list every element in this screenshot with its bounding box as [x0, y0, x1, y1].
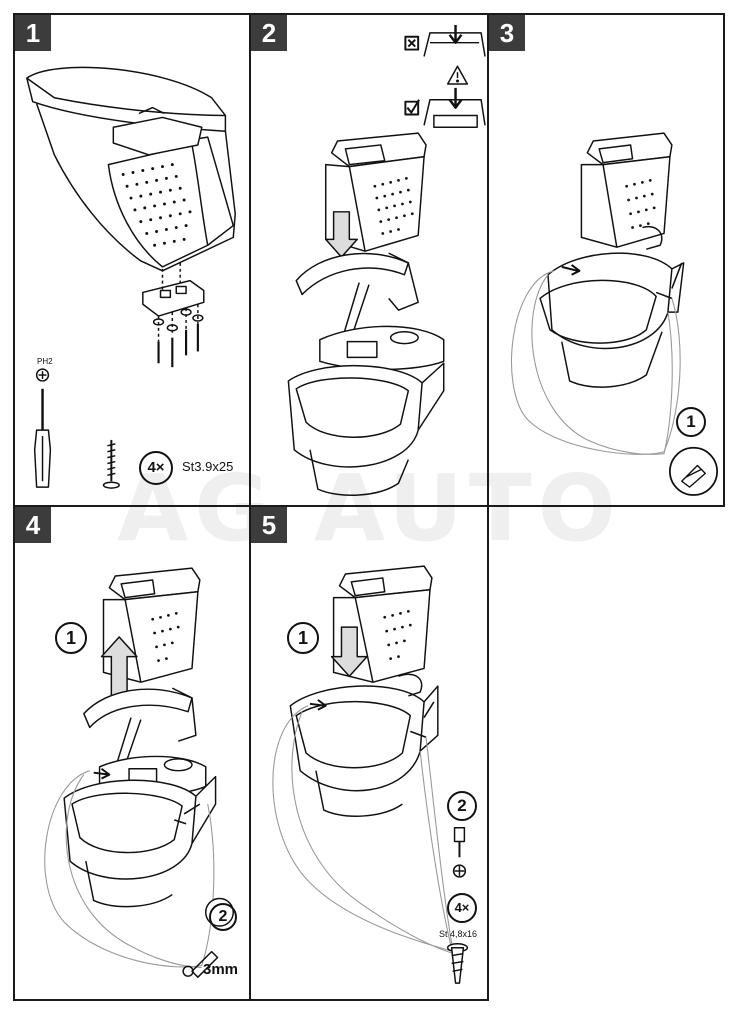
callout-circle-2: 2	[209, 903, 237, 931]
armrest-exploded-illustration	[26, 66, 236, 489]
step-number: 5	[251, 507, 287, 543]
perforation-dots	[625, 178, 656, 229]
callout-circle: 1	[676, 407, 706, 437]
quantity-badge: 4×	[139, 451, 173, 485]
step-panel-4: 4 1 2 3mm	[13, 505, 251, 1001]
quantity-badge: 4×	[447, 893, 477, 923]
step-panel-2: 2	[249, 13, 489, 507]
armrest-final-fixing-illustration	[272, 565, 469, 984]
step-number: 1	[15, 15, 51, 51]
step-panel-3: 3 1	[487, 13, 725, 507]
armrest-insertion-illustration	[287, 24, 486, 496]
screw-spec-label: St3.9x25	[182, 459, 234, 474]
screw-spec-label: St 4,8x16	[439, 929, 478, 939]
perforation-dots	[151, 612, 180, 662]
step-number: 3	[489, 15, 525, 51]
callout-circle-2: 2	[447, 791, 477, 821]
step-number: 4	[15, 507, 51, 543]
drill-size-label: 3mm	[203, 961, 239, 978]
perforation-dots	[373, 177, 414, 235]
watermark: AG AUTO	[117, 455, 622, 562]
step-number: 2	[251, 15, 287, 51]
armrest-removal-illustration	[44, 567, 235, 978]
perforation-dots	[383, 610, 412, 660]
armrest-fitted-illustration	[511, 132, 718, 496]
callout-circle-1: 1	[55, 622, 87, 654]
screwdriver-label: PH2	[37, 357, 53, 366]
perforation-dots	[121, 163, 192, 247]
step-panel-5: 5 1 2 4× St 4,8	[249, 505, 489, 1001]
step-panel-1: 1	[13, 13, 251, 507]
callout-circle-1: 1	[287, 622, 319, 654]
